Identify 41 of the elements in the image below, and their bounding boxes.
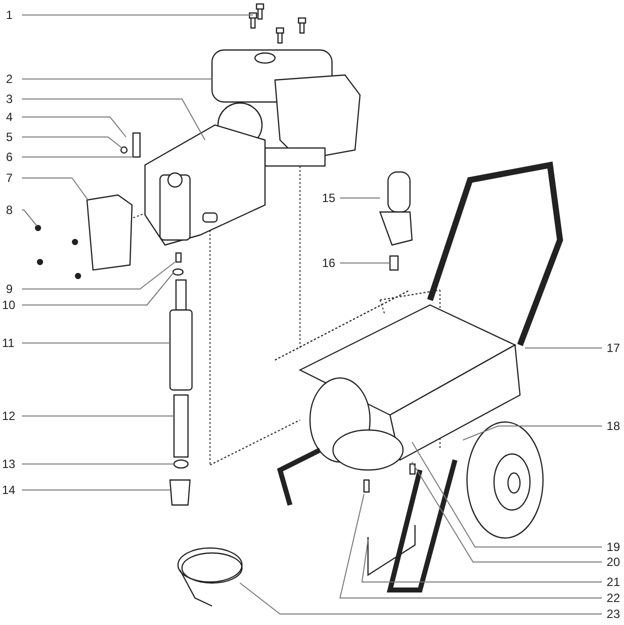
- callout-number: 20: [606, 555, 620, 569]
- leader-line: [339, 494, 602, 598]
- callout-number: 8: [6, 203, 13, 217]
- callout-number: 14: [2, 483, 16, 497]
- leader-line: [240, 582, 602, 614]
- leader-line: [22, 210, 38, 226]
- callout-number: 4: [6, 110, 13, 124]
- leader-line: [22, 136, 122, 148]
- leader-line: [22, 14, 254, 16]
- callout-number: 9: [6, 282, 13, 296]
- callout-number: 1: [6, 8, 13, 22]
- leader-line: [22, 116, 126, 138]
- leader-line: [361, 540, 602, 582]
- callout-number: 22: [606, 591, 620, 605]
- callout-number: 21: [606, 575, 620, 589]
- leader-line: [22, 178, 88, 200]
- callout-number: 18: [606, 419, 620, 433]
- callout-number: 11: [2, 336, 14, 350]
- leader-line: [22, 98, 206, 140]
- leader-line: [22, 272, 174, 306]
- leader-line: [412, 462, 602, 562]
- leader-line: [340, 262, 390, 264]
- leader-line: [22, 156, 134, 158]
- callout-number: 3: [6, 92, 13, 106]
- callout-number: 7: [6, 171, 13, 185]
- callout-number: 17: [606, 341, 620, 355]
- leader-line: [22, 342, 170, 344]
- leader-line: [22, 78, 212, 80]
- callout-number: 12: [2, 409, 16, 423]
- leader-line: [412, 442, 602, 548]
- callout-number: 13: [2, 457, 16, 471]
- callout-number: 23: [606, 607, 620, 621]
- callout-number: 6: [6, 150, 13, 164]
- callout-number: 19: [606, 540, 620, 554]
- callout-number: 5: [6, 130, 13, 144]
- leader-line: [22, 262, 176, 290]
- callout-number: 16: [322, 256, 336, 270]
- callout-number: 2: [6, 72, 13, 86]
- callout-number: 15: [322, 191, 336, 205]
- callout-number: 10: [2, 298, 16, 312]
- leader-line: [462, 426, 602, 440]
